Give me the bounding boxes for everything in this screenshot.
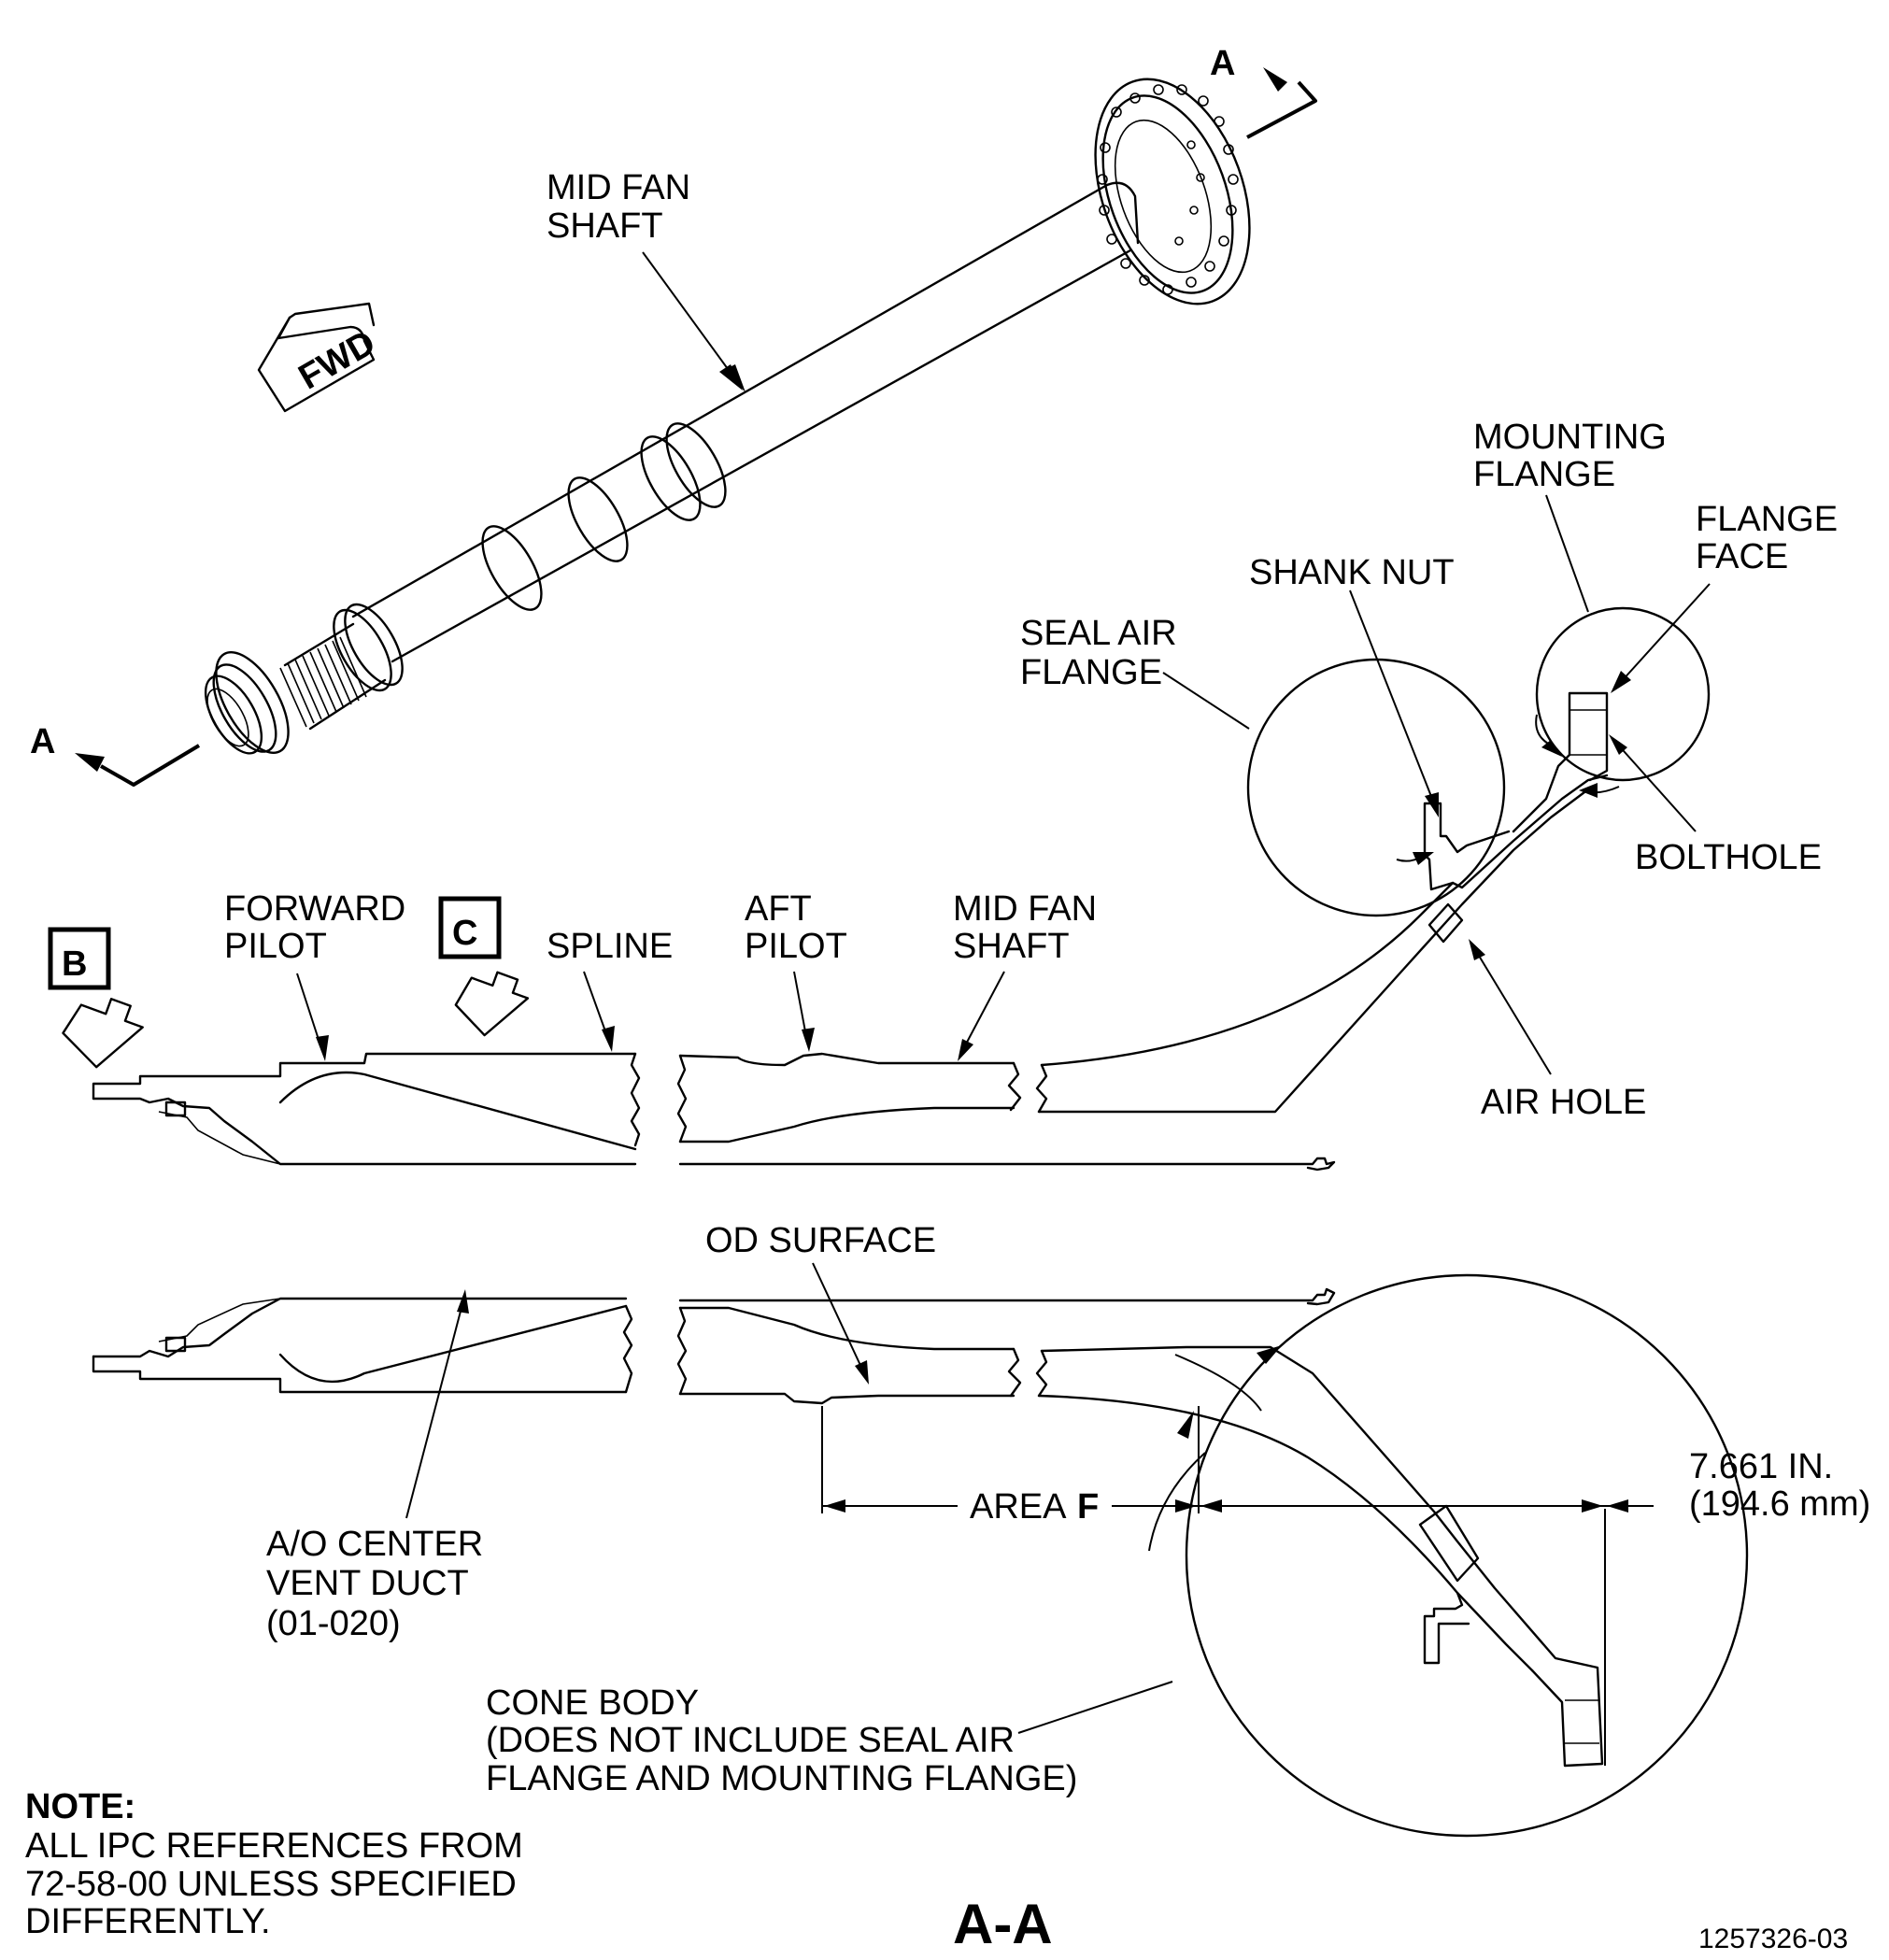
mounting-flange-line1: MOUNTING xyxy=(1473,418,1667,457)
forward-pilot-line2: PILOT xyxy=(224,927,327,966)
section-view-title: A-A xyxy=(953,1893,1053,1955)
dimension-inches: 7.661 IN. xyxy=(1689,1447,1833,1486)
section-arrow-bottom: A xyxy=(30,722,201,787)
area-f-prefix: AREA xyxy=(970,1487,1067,1527)
label-center-vent-duct: A/O CENTER VENT DUCT (01-020) xyxy=(266,1289,483,1643)
area-f-letter: F xyxy=(1077,1487,1099,1527)
label-flange-face: FLANGE FACE xyxy=(1611,500,1838,693)
mid-fan-shaft-top-line2: SHAFT xyxy=(547,206,663,246)
note-heading: NOTE: xyxy=(25,1787,135,1826)
forward-pilot-line1: FORWARD xyxy=(224,889,405,929)
label-mid-fan-shaft-section: MID FAN SHAFT xyxy=(953,889,1097,1061)
mid-fan-shaft-top-line1: MID FAN xyxy=(547,168,690,207)
mid-fan-shaft-top-leader-head xyxy=(724,364,746,392)
isometric-shaft-view xyxy=(204,78,1251,755)
label-bolthole: BOLTHOLE xyxy=(1609,734,1822,877)
label-air-hole: AIR HOLE xyxy=(1469,939,1646,1122)
note-block: NOTE: ALL IPC REFERENCES FROM 72-58-00 U… xyxy=(25,1787,523,1941)
center-vent-duct-line1: A/O CENTER xyxy=(266,1525,483,1564)
label-od-surface: OD SURFACE xyxy=(705,1221,936,1385)
od-surface-text: OD SURFACE xyxy=(705,1221,936,1260)
flange-face-line2: FACE xyxy=(1696,537,1788,576)
center-vent-duct-line2: VENT DUCT xyxy=(266,1564,469,1603)
aft-pilot-line1: AFT xyxy=(745,889,812,929)
label-aft-pilot: AFT PILOT xyxy=(745,889,847,1052)
label-forward-pilot: FORWARD PILOT xyxy=(224,889,405,1061)
label-seal-air-flange: SEAL AIR FLANGE xyxy=(1020,614,1250,730)
cone-body-line3: FLANGE AND MOUNTING FLANGE) xyxy=(486,1759,1077,1798)
label-cone-body: CONE BODY (DOES NOT INCLUDE SEAL AIR FLA… xyxy=(486,1681,1173,1798)
note-line1: ALL IPC REFERENCES FROM xyxy=(25,1826,523,1866)
aft-pilot-line2: PILOT xyxy=(745,927,847,966)
note-line2: 72-58-00 UNLESS SPECIFIED xyxy=(25,1865,517,1904)
bolthole-text: BOLTHOLE xyxy=(1635,838,1822,877)
label-shank-nut: SHANK NUT xyxy=(1249,553,1455,817)
label-mid-fan-shaft-top: MID FAN SHAFT xyxy=(547,168,743,391)
detail-callout-c: C xyxy=(438,896,530,1037)
area-f-dimension: AREA F xyxy=(821,1406,1654,1766)
section-upper-half xyxy=(92,606,1711,1172)
cone-body-line1: CONE BODY xyxy=(486,1683,699,1723)
seal-air-flange-line2: FLANGE xyxy=(1020,653,1162,692)
mid-fan-shaft-section-line1: MID FAN xyxy=(953,889,1097,929)
section-letter-bottom: A xyxy=(30,722,55,761)
dimension-mm: (194.6 mm) xyxy=(1689,1484,1870,1524)
figure-number: 1257326-03 xyxy=(1698,1924,1848,1954)
center-vent-duct-line3: (01-020) xyxy=(266,1604,401,1643)
cone-body-line2: (DOES NOT INCLUDE SEAL AIR xyxy=(486,1721,1015,1760)
section-lower-half xyxy=(92,1273,1749,1838)
label-spline: SPLINE xyxy=(547,927,673,1052)
dimension-label: 7.661 IN. (194.6 mm) xyxy=(1689,1447,1870,1524)
note-line3: DIFFERENTLY. xyxy=(25,1902,271,1941)
label-mounting-flange: MOUNTING FLANGE xyxy=(1473,418,1667,613)
section-arrow-top: A xyxy=(1210,44,1317,139)
shank-nut-text: SHANK NUT xyxy=(1249,553,1455,592)
mounting-flange-line2: FLANGE xyxy=(1473,455,1615,494)
air-hole-text: AIR HOLE xyxy=(1481,1083,1646,1122)
flange-face-line1: FLANGE xyxy=(1696,500,1838,539)
seal-air-flange-line1: SEAL AIR xyxy=(1020,614,1177,653)
spline-text: SPLINE xyxy=(547,927,673,966)
detail-b-letter: B xyxy=(62,944,87,984)
section-letter-top: A xyxy=(1210,44,1235,83)
detail-c-letter: C xyxy=(452,914,477,953)
detail-callout-b: B xyxy=(48,927,144,1069)
forward-arrow: FWD xyxy=(257,302,382,413)
mid-fan-shaft-section-line2: SHAFT xyxy=(953,927,1070,966)
